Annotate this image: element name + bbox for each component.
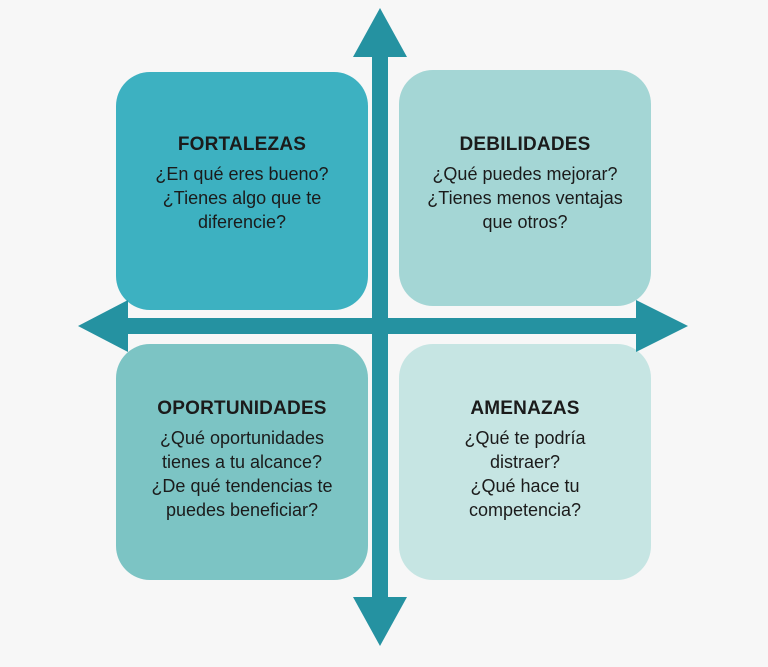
horizontal-axis: [120, 318, 644, 334]
quadrant-line: distraer?: [489, 452, 561, 472]
arrow-up-icon: [353, 8, 407, 57]
quadrant-line: ¿Qué puedes mejorar?: [432, 164, 618, 184]
quadrant-line: ¿Tienes menos ventajas: [427, 188, 623, 208]
quadrant-title-fortalezas: FORTALEZAS: [177, 134, 307, 155]
quadrant-line: ¿Qué te podría: [464, 428, 586, 448]
quadrant-line: puedes beneficiar?: [165, 500, 319, 520]
quadrant-amenazas: AMENAZAS ¿Qué te podría distraer? ¿Qué h…: [399, 344, 651, 580]
quadrant-line: ¿De qué tendencias te: [151, 476, 333, 496]
quadrant-line: que otros?: [482, 212, 568, 232]
quadrant-line: ¿Tienes algo que te: [162, 188, 322, 208]
quadrant-line: tienes a tu alcance?: [161, 452, 323, 472]
quadrant-oportunidades: OPORTUNIDADES ¿Qué oportunidades tienes …: [116, 344, 368, 580]
quadrant-title-debilidades: DEBILIDADES: [459, 134, 591, 155]
quadrant-line: competencia?: [468, 500, 582, 520]
quadrant-title-amenazas: AMENAZAS: [470, 398, 580, 419]
quadrant-fortalezas: FORTALEZAS ¿En qué eres bueno? ¿Tienes a…: [116, 72, 368, 310]
quadrant-title-oportunidades: OPORTUNIDADES: [157, 398, 327, 419]
arrow-left-icon: [78, 300, 128, 352]
quadrant-line: diferencie?: [197, 212, 287, 232]
quadrant-line: ¿En qué eres bueno?: [155, 164, 329, 184]
arrow-right-icon: [636, 300, 688, 352]
arrow-down-icon: [353, 597, 407, 646]
quadrant-line: ¿Qué oportunidades: [159, 428, 325, 448]
quadrant-debilidades: DEBILIDADES ¿Qué puedes mejorar? ¿Tienes…: [399, 70, 651, 306]
quadrant-line: ¿Qué hace tu: [470, 476, 580, 496]
